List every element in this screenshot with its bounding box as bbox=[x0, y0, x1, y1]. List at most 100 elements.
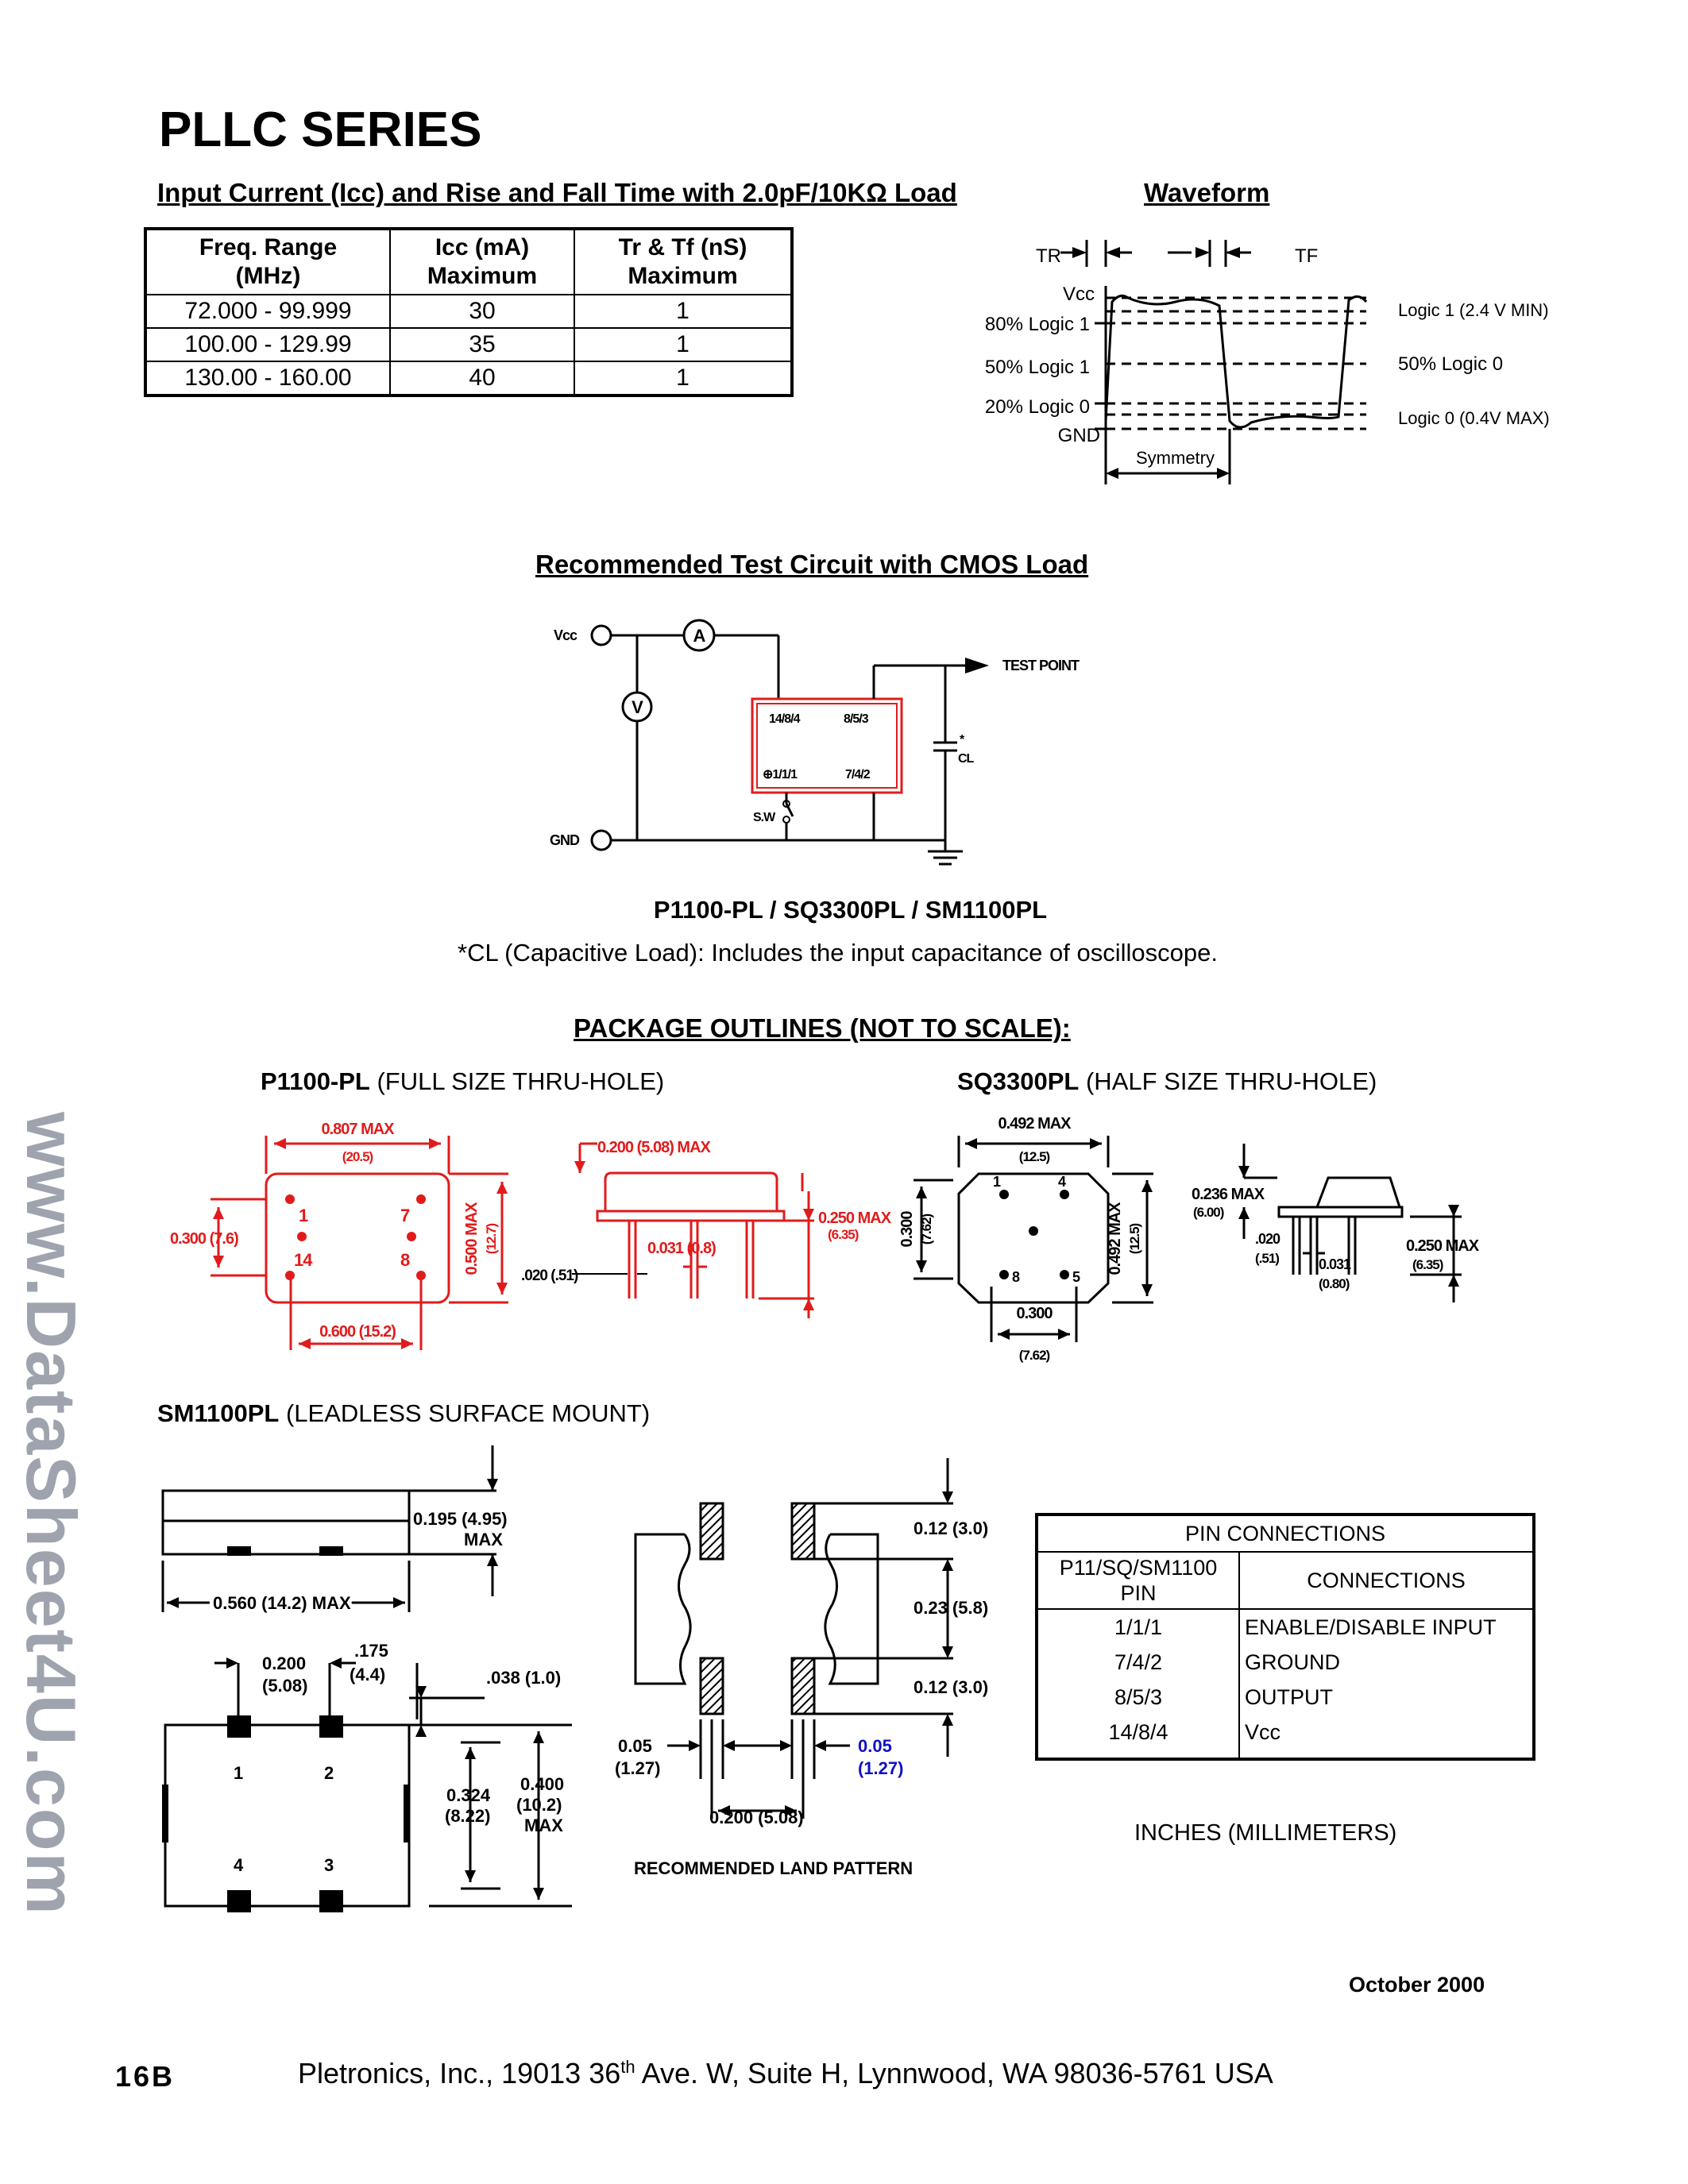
logic0-max-label: Logic 0 (0.4V MAX) bbox=[1398, 408, 1550, 428]
p1100-lead-len: 0.250 MAX bbox=[818, 1210, 892, 1227]
sq3300-h-mm: (7.62) bbox=[919, 1214, 934, 1244]
sm1100-pitch: 0.200 bbox=[262, 1653, 306, 1673]
table-cell: 1 bbox=[574, 327, 793, 362]
icc-section-title: Input Current (Icc) and Rise and Fall Ti… bbox=[157, 178, 957, 207]
icc-table: Freq. Range(MHz) Icc (mA)Maximum Tr & Tf… bbox=[144, 227, 794, 397]
sq3300-lead-len: 0.250 MAX bbox=[1406, 1237, 1480, 1255]
col-freq-range: Freq. Range(MHz) bbox=[145, 228, 391, 295]
sm1100-length: 0.560 (14.2) MAX bbox=[213, 1593, 351, 1613]
sq3300-bottom-mm: (7.62) bbox=[1019, 1348, 1050, 1363]
p1100-desc: (FULL SIZE THRU-HOLE) bbox=[369, 1067, 665, 1095]
land-w1-mm: (1.27) bbox=[615, 1758, 660, 1778]
p1100-name: P1100-PL bbox=[261, 1067, 370, 1095]
test-circuit-note: *CL (Capacitive Load): Includes the inpu… bbox=[458, 939, 1218, 967]
p1100-lead-d: .020 (.51) bbox=[521, 1268, 578, 1284]
voltmeter-label: V bbox=[632, 697, 643, 717]
ammeter-label: A bbox=[693, 626, 706, 646]
sq3300-lead-w-mm: (0.80) bbox=[1319, 1276, 1350, 1291]
test-circuit-models: P1100-PL / SQ3300PL / SM1100PL bbox=[653, 896, 1048, 924]
sm1100-pin2: 2 bbox=[324, 1763, 334, 1783]
land-title: RECOMMENDED LAND PATTERN bbox=[634, 1858, 913, 1878]
logic0-20-label: 20% Logic 0 bbox=[985, 396, 1090, 418]
sq3300-h2-mm: (12.5) bbox=[1127, 1223, 1142, 1254]
pin-number: 7/4/2 bbox=[1036, 1645, 1240, 1680]
sm1100-heading: SM1100PL (LEADLESS SURFACE MOUNT) bbox=[157, 1399, 650, 1428]
sm1100-pitch-mm: (5.08) bbox=[262, 1676, 307, 1696]
p1100-pitch: 0.600 (15.2) bbox=[319, 1323, 396, 1341]
package-outlines-title: PACKAGE OUTLINES (NOT TO SCALE): bbox=[574, 1013, 1071, 1043]
pin-gnd-label: 7/4/2 bbox=[845, 768, 871, 781]
sq3300-lead-d: .020 bbox=[1255, 1231, 1280, 1247]
p1100-h2-mm: (12.7) bbox=[484, 1223, 499, 1254]
land-p2: 0.23 (5.8) bbox=[914, 1598, 988, 1618]
cl-label: CL bbox=[958, 752, 975, 766]
sq3300-heading: SQ3300PL (HALF SIZE THRU-HOLE) bbox=[957, 1067, 1377, 1096]
table-header-row: Freq. Range(MHz) Icc (mA)Maximum Tr & Tf… bbox=[145, 228, 793, 295]
sm1100-pin1: 1 bbox=[234, 1763, 243, 1783]
pin-function: GROUND bbox=[1238, 1645, 1535, 1680]
pin-en-label: ⊕1/1/1 bbox=[763, 768, 798, 781]
sm1100-total-max: MAX bbox=[524, 1815, 563, 1835]
p1100-width-mm: (20.5) bbox=[342, 1149, 373, 1164]
pin-number: 8/5/3 bbox=[1036, 1680, 1240, 1715]
logic0-50-label: 50% Logic 0 bbox=[1398, 353, 1503, 375]
sq3300-h: 0.300 bbox=[898, 1211, 916, 1248]
sq3300-lead-w: 0.031 bbox=[1319, 1256, 1351, 1272]
sm1100-height-max: MAX bbox=[464, 1530, 503, 1549]
sq3300-side-height: 0.236 MAX bbox=[1192, 1186, 1265, 1203]
pin-out-label: 8/5/3 bbox=[844, 712, 869, 726]
sq3300-name: SQ3300PL bbox=[957, 1067, 1080, 1095]
sm1100-pad-w-mm: (4.4) bbox=[350, 1665, 385, 1684]
units-note: INCHES (MILLIMETERS) bbox=[1134, 1820, 1397, 1846]
p1100-pin7: 7 bbox=[400, 1206, 410, 1225]
switch-label: S.W bbox=[753, 811, 776, 824]
sq3300-w: 0.492 MAX bbox=[998, 1115, 1072, 1133]
company-address: Pletronics, Inc., 19013 36th Ave. W, Sui… bbox=[298, 2057, 1273, 2089]
sm1100-total-mm: (10.2) bbox=[516, 1795, 562, 1815]
sq3300-desc: (HALF SIZE THRU-HOLE) bbox=[1079, 1067, 1377, 1095]
pin-number: 14/8/4 bbox=[1036, 1715, 1240, 1759]
sq3300-pin8: 8 bbox=[1012, 1269, 1020, 1285]
gnd-level-label: GND bbox=[1058, 425, 1100, 446]
test-circuit-title: Recommended Test Circuit with CMOS Load bbox=[535, 550, 1089, 579]
waveform-title: Waveform bbox=[1144, 178, 1270, 207]
pin-table-row: 7/4/2 GROUND bbox=[1036, 1645, 1535, 1680]
cap-star: * bbox=[960, 733, 965, 747]
sm1100-pin4: 4 bbox=[234, 1855, 244, 1875]
pin-table-col-connections: CONNECTIONS bbox=[1238, 1551, 1535, 1610]
p1100-pin8: 8 bbox=[400, 1250, 410, 1270]
sm1100-total: 0.400 bbox=[520, 1774, 564, 1794]
sm1100-pad-h: .038 (1.0) bbox=[486, 1668, 561, 1688]
land-p1: 0.12 (3.0) bbox=[914, 1518, 988, 1538]
logic1-80-label: 80% Logic 1 bbox=[985, 314, 1090, 335]
table-cell: 72.000 - 99.999 bbox=[145, 294, 391, 329]
sq3300-w-mm: (12.5) bbox=[1019, 1149, 1050, 1164]
p1100-heading: P1100-PL (FULL SIZE THRU-HOLE) bbox=[261, 1067, 664, 1096]
land-span: 0.200 (5.08) bbox=[709, 1808, 804, 1827]
sm1100-row-pitch-mm: (8.22) bbox=[445, 1806, 490, 1826]
p1100-lead-len-mm: (6.35) bbox=[828, 1227, 859, 1242]
tr-label: TR bbox=[1036, 245, 1061, 267]
sq3300-pin4: 4 bbox=[1058, 1174, 1066, 1190]
logic1-min-label: Logic 1 (2.4 V MIN) bbox=[1398, 300, 1549, 320]
p1100-h2: 0.500 MAX bbox=[463, 1202, 481, 1275]
revision-date: October 2000 bbox=[1349, 1973, 1485, 1997]
page-number: 16B bbox=[115, 2060, 176, 2093]
table-row: 130.00 - 160.00 40 1 bbox=[145, 361, 793, 396]
sq3300-bottom: 0.300 bbox=[1016, 1305, 1053, 1322]
land-w2-mm: (1.27) bbox=[858, 1758, 903, 1778]
pin-number: 1/1/1 bbox=[1036, 1609, 1240, 1645]
table-cell: 130.00 - 160.00 bbox=[145, 361, 391, 396]
sq3300-h2: 0.492 MAX bbox=[1107, 1202, 1124, 1275]
pin-function: OUTPUT bbox=[1238, 1680, 1535, 1715]
test-point-label: TEST POINT bbox=[1002, 658, 1080, 673]
sm1100-desc: (LEADLESS SURFACE MOUNT) bbox=[279, 1399, 651, 1427]
col-icc: Icc (mA)Maximum bbox=[389, 228, 575, 295]
page-title: PLLC SERIES bbox=[159, 102, 482, 157]
